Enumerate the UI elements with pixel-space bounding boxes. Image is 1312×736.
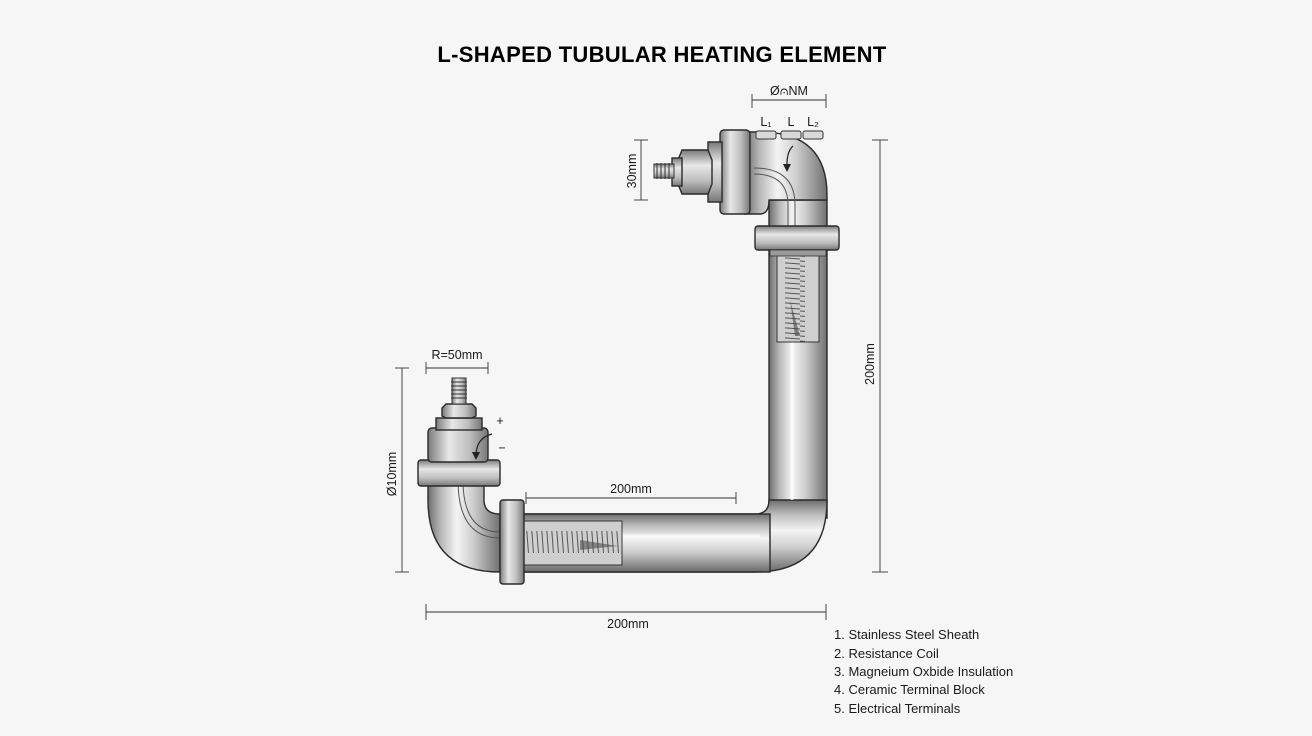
electrical-terminal-left (451, 377, 467, 405)
magnesium-oxide-insulation (457, 167, 796, 539)
collar-bottom-flange (499, 499, 525, 585)
lead-arrowhead-top (783, 164, 791, 172)
diagram-title: L-SHAPED TUBULAR HEATING ELEMENT (437, 42, 886, 67)
dimension-diameter-top-label: Ø⩀NM (770, 84, 808, 98)
polarity-plus: + (496, 414, 503, 428)
dimension-inner-length: 200mm (525, 482, 737, 504)
dimension-left-diameter: Ø10mm (385, 367, 409, 573)
legend-item-terminals: 5. Electrical Terminals (834, 701, 961, 716)
dimension-bend-radius-label: R=50mm (431, 348, 482, 362)
polarity-minus: − (498, 441, 505, 455)
parts-legend: 1. Stainless Steel Sheath 2. Resistance … (834, 627, 1013, 716)
dimension-bend-radius: R=50mm (425, 348, 489, 374)
legend-item-insulation: 3. Magneium Oxbide Insulation (834, 664, 1013, 679)
terminal-label-l2: L₂ (807, 115, 819, 129)
dimension-terminal-length-label: 30mm (625, 154, 639, 189)
dimension-right-height-label: 200mm (863, 343, 877, 385)
terminal-label-l1: L₁ (760, 115, 771, 129)
collar-top-flange (754, 225, 840, 257)
terminal-label-l: L (788, 115, 795, 129)
dimension-left-diameter-label: Ø10mm (385, 452, 399, 496)
lead-arrowhead-left (472, 452, 480, 460)
stainless-steel-sheath (427, 131, 828, 573)
ceramic-terminal-block-top (671, 129, 751, 215)
ceramic-terminal-block-left (417, 403, 501, 487)
legend-item-sheath: 1. Stainless Steel Sheath (834, 627, 979, 642)
resistance-coil (521, 251, 820, 566)
dimension-terminal-length: 30mm (625, 139, 648, 201)
dimension-overall-width: 200mm (425, 604, 827, 631)
legend-item-coil: 2. Resistance Coil (834, 646, 939, 661)
dimension-diameter-top: Ø⩀NM (751, 84, 827, 108)
legend-item-terminal-block: 4. Ceramic Terminal Block (834, 682, 985, 697)
terminal-pads (755, 130, 824, 140)
electrical-terminal-top (653, 163, 675, 179)
dimension-right-height: 200mm (863, 139, 888, 573)
dimension-inner-length-label: 200mm (610, 482, 652, 496)
dimension-overall-width-label: 200mm (607, 617, 649, 631)
